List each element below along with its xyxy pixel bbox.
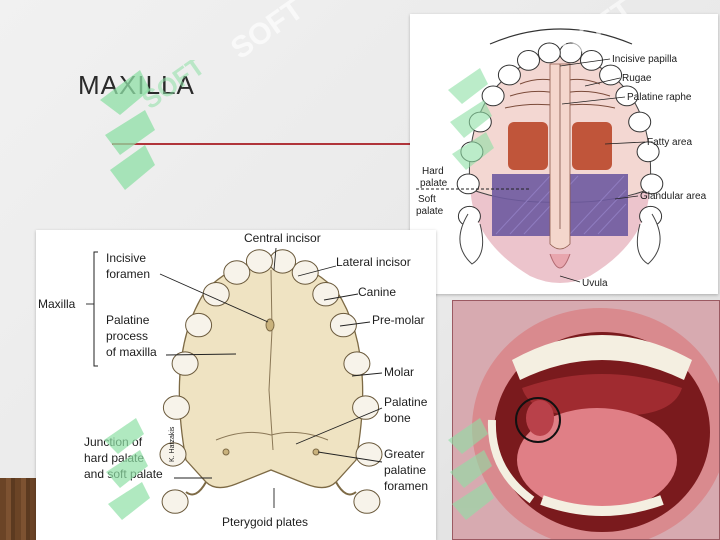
fatty-area-left	[508, 122, 548, 170]
maxilla-bone-svg: Central incisor Lateral incisor Canine P…	[38, 231, 428, 529]
tooth	[517, 50, 540, 71]
tooth	[481, 85, 505, 107]
label-junction-3: and soft palate	[84, 467, 163, 481]
fatty-area-right	[572, 122, 612, 170]
tooth	[185, 312, 213, 338]
tooth	[352, 395, 380, 420]
tooth	[343, 351, 371, 376]
label-hard-palate-1: Hard	[422, 166, 444, 177]
label-hard-palate-2: palate	[420, 178, 448, 189]
pterygoid-plate-left	[185, 481, 207, 496]
greater-palatine-foramen-left	[222, 448, 230, 456]
maxilla-bracket	[93, 251, 98, 367]
highlight-circle	[515, 397, 561, 443]
tooth	[223, 260, 251, 285]
incisive-foramen-hole	[265, 318, 275, 332]
side-teeth	[487, 419, 535, 504]
tooth	[559, 42, 583, 64]
left-leader-lines	[86, 247, 383, 508]
transverse-suture	[215, 431, 329, 441]
wood-strip-decoration	[0, 478, 40, 540]
lower-teeth	[540, 495, 664, 516]
tooth	[599, 64, 623, 86]
label-palatine-bone-2: bone	[384, 411, 411, 425]
tooth	[456, 173, 480, 195]
tooth	[161, 489, 189, 514]
top-leader-lines	[559, 58, 646, 283]
tooth	[640, 173, 664, 195]
palate-areas-diagram: Incisive papilla Rugae Palatine raphe Fa…	[410, 14, 718, 294]
label-greater-palatine-1: Greater	[384, 447, 425, 461]
label-junction-2: hard palate	[84, 451, 144, 465]
label-maxilla: Maxilla	[38, 297, 76, 311]
right-pillar	[636, 213, 661, 265]
tooth	[537, 42, 561, 64]
title-divider	[112, 143, 472, 145]
label-greater-palatine-3: foramen	[384, 479, 428, 493]
tooth	[636, 141, 660, 163]
label-rugae: Rugae	[622, 73, 652, 84]
label-junction-1: Junction of	[84, 435, 143, 449]
slide-title: MAXILLA	[78, 70, 195, 100]
tooth	[615, 85, 639, 107]
tooth	[353, 489, 381, 514]
tooth	[628, 111, 652, 133]
label-pterygoid-plates: Pterygoid plates	[222, 515, 308, 529]
tooth	[171, 351, 199, 376]
maxilla-bone-diagram: Central incisor Lateral incisor Canine P…	[36, 230, 436, 540]
label-uvula: Uvula	[582, 278, 608, 289]
tooth	[460, 141, 484, 163]
label-palatine-process-2: process	[106, 329, 148, 343]
tooth	[162, 395, 190, 420]
palatal-swelling	[526, 400, 554, 436]
label-soft-palate-1: Soft	[418, 194, 436, 205]
upper-teeth	[512, 335, 692, 380]
label-palatine-process-1: Palatine	[106, 313, 150, 327]
label-soft-palate-2: palate	[416, 206, 444, 217]
uvula-shape	[549, 253, 571, 269]
watermark-text-top: SOFT	[230, 0, 310, 66]
label-canine: Canine	[358, 285, 396, 299]
label-palatine-process-3: of maxilla	[106, 345, 157, 359]
arch-arc	[489, 28, 633, 45]
maxillary-teeth	[159, 249, 383, 514]
pterygoid-plate-right	[335, 481, 357, 496]
open-mouth-photo	[452, 300, 720, 540]
tooth	[159, 442, 187, 467]
label-lateral-incisor: Lateral incisor	[336, 255, 411, 269]
label-incisive-papilla: Incisive papilla	[612, 54, 677, 65]
tooth	[468, 111, 492, 133]
open-mouth-photo-svg	[452, 300, 720, 540]
midline-suture	[268, 269, 274, 451]
tongue	[517, 408, 677, 512]
soft-palate	[522, 374, 682, 416]
label-glandular-area: Glandular area	[640, 191, 707, 202]
tooth	[497, 64, 521, 86]
label-greater-palatine-2: palatine	[384, 463, 426, 477]
tooth	[245, 249, 273, 274]
label-incisive-foramen-1: Incisive	[106, 251, 146, 265]
tooth	[291, 260, 319, 285]
label-central-incisor: Central incisor	[244, 231, 321, 245]
palate-areas-svg: Incisive papilla Rugae Palatine raphe Fa…	[416, 28, 707, 289]
label-palatine-bone-1: Palatine	[384, 395, 428, 409]
label-incisive-foramen-2: foramen	[106, 267, 150, 281]
label-molar: Molar	[384, 365, 414, 379]
left-pillar	[459, 213, 484, 265]
tooth	[269, 249, 297, 274]
tooth	[312, 281, 340, 307]
label-fatty-area: Fatty area	[647, 137, 692, 148]
label-palatine-raphe: Palatine raphe	[627, 92, 692, 103]
label-premolar: Pre-molar	[372, 313, 425, 327]
tooth	[202, 281, 230, 307]
tooth	[355, 442, 383, 467]
watermark-text-2: SOFT	[230, 0, 310, 66]
artist-signature: K. Hatzakis	[169, 426, 176, 462]
